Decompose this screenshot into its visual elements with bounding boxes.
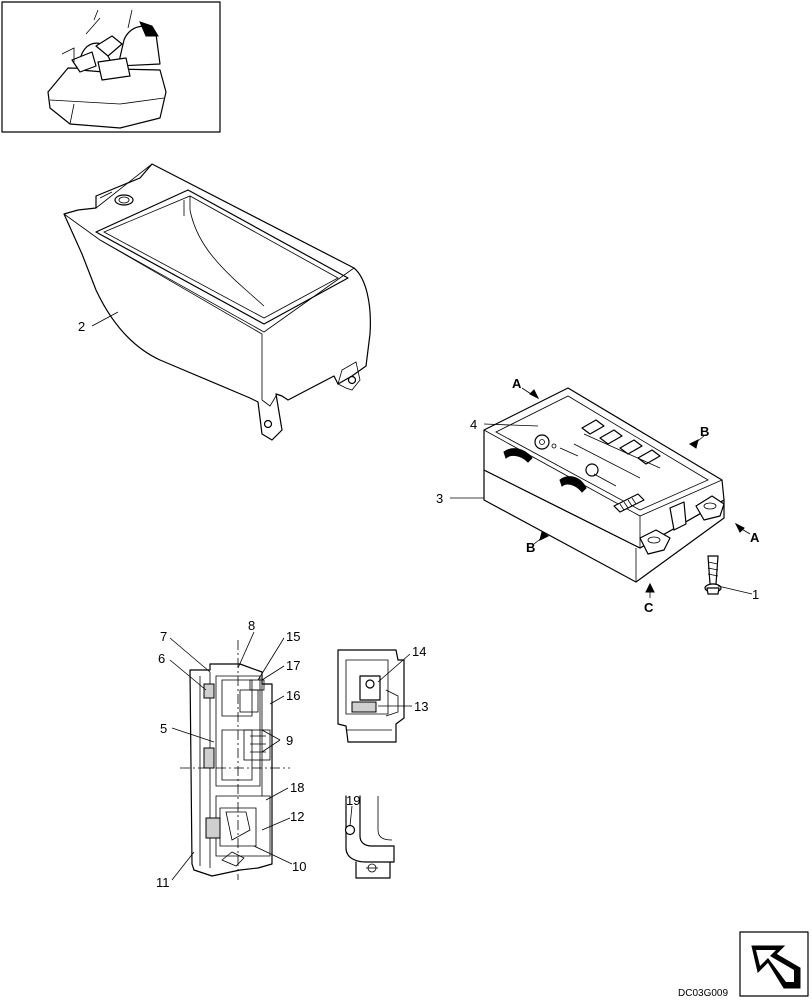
callout-13: 13 [414, 699, 428, 714]
callout-5: 5 [160, 721, 167, 736]
view-arrow-labels: A B B A C [512, 376, 760, 615]
view-label-b-bottom: B [526, 540, 535, 555]
view-label-a-top: A [512, 376, 522, 391]
callout-2: 2 [78, 319, 85, 334]
locator-inset [1, 1, 221, 133]
view-label-c: C [644, 600, 654, 615]
callout-1: 1 [752, 587, 759, 602]
leader-lines [91, 311, 753, 881]
callout-7: 7 [160, 629, 167, 644]
callout-labels: 1 2 3 4 5 6 7 8 9 10 11 12 13 14 15 16 1… [78, 319, 759, 890]
view-label-a-right: A [750, 530, 760, 545]
section-view [180, 640, 290, 880]
callout-15: 15 [286, 629, 300, 644]
screw [704, 555, 722, 595]
view-label-b-top: B [700, 424, 709, 439]
detail-view-lower [344, 795, 395, 879]
callout-19: 19 [346, 793, 360, 808]
callout-3: 3 [436, 491, 443, 506]
detail-view-upper [337, 649, 405, 743]
navigation-box [739, 931, 809, 997]
view-arrows [521, 387, 751, 598]
callout-11: 11 [156, 875, 170, 890]
callout-16: 16 [286, 688, 300, 703]
callout-14: 14 [412, 644, 426, 659]
inset-seat-drawing [47, 9, 167, 129]
callout-8: 8 [248, 618, 255, 633]
callout-9: 9 [286, 733, 293, 748]
callout-4: 4 [470, 417, 477, 432]
callout-12: 12 [290, 809, 304, 824]
callout-17: 17 [286, 658, 300, 673]
console-cover [63, 163, 371, 441]
switch-panel-box [483, 387, 725, 583]
nav-frame [739, 931, 809, 997]
callout-18: 18 [290, 780, 304, 795]
callout-6: 6 [158, 651, 165, 666]
callout-10: 10 [292, 859, 306, 874]
inset-frame [1, 1, 221, 133]
drawing-code: DC03G009 [678, 988, 728, 999]
